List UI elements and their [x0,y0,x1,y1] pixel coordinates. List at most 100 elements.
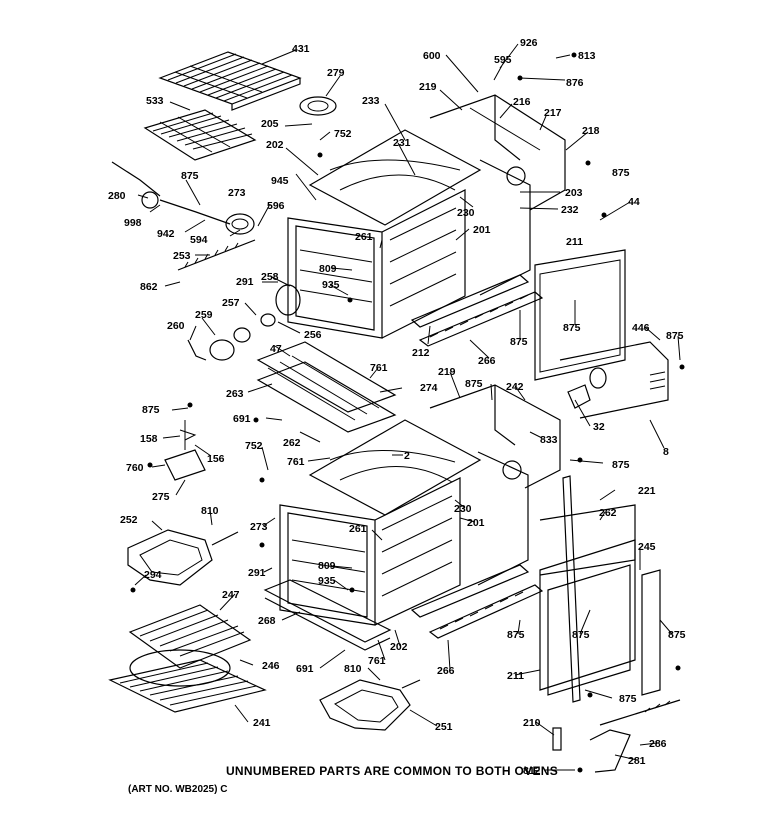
bake-element-252 [127,529,239,586]
part-label: 875 [619,693,637,705]
part-label: 8 [663,446,669,458]
thermostat-knob-parts [187,284,301,361]
oven-rack-533 [143,109,257,161]
part-number-labels: 431 279 533 205 752 600 926 595 813 876 … [108,37,686,777]
part-label: 202 [390,641,408,653]
part-label: 231 [393,137,411,149]
part-label: 273 [228,187,246,199]
part-label: 263 [226,388,244,400]
part-label: 875 [181,170,199,182]
part-label: 691 [233,413,251,425]
part-label: 251 [435,721,453,733]
lower-oven-cavity [279,419,482,626]
part-label: 230 [457,207,475,219]
part-label: 201 [473,224,491,236]
part-label: 268 [258,615,276,627]
vent-trim-263 [256,341,397,433]
part-label: 279 [327,67,345,79]
part-label: 875 [612,459,630,471]
diagram-caption: UNNUMBERED PARTS ARE COMMON TO BOTH OVEN… [225,764,559,778]
part-label: 241 [253,717,271,729]
oven-rack-241 [108,659,267,713]
upper-outer-wrapper [429,94,566,296]
part-label: 446 [632,322,650,334]
door-hinge-assembly [552,699,681,773]
part-label: 875 [668,629,686,641]
part-label: 875 [510,336,528,348]
part-label: 210 [523,717,541,729]
ignitor-253 [177,239,256,271]
part-label: 202 [266,139,284,151]
part-label: 203 [565,187,583,199]
part-label: 158 [140,433,158,445]
part-label: 875 [666,330,684,342]
part-label: 211 [566,236,583,248]
part-label: 752 [334,128,352,140]
door-frame-268 [263,579,392,651]
part-label: 595 [494,54,512,66]
broil-element-251 [319,679,421,731]
hinge-bracket-32 [567,384,591,409]
part-label: 291 [248,567,266,579]
part-label: 253 [173,250,191,262]
part-label: 211 [507,670,524,682]
part-label: 945 [271,175,289,187]
part-label: 257 [222,297,240,309]
lower-side-panels [539,475,661,703]
part-label: 291 [236,276,254,288]
part-label: 217 [544,107,562,119]
part-label: 262 [599,507,617,519]
part-label: 691 [296,663,314,675]
part-label: 809 [319,263,337,275]
part-label: 261 [349,523,367,535]
part-label: 876 [566,77,584,89]
part-label: 875 [465,378,483,390]
lower-channel-266 [410,564,544,639]
part-label: 761 [287,456,305,468]
part-label: 761 [370,362,388,374]
part-label: 998 [124,217,142,229]
oven-rack-431 [158,51,302,111]
part-label: 275 [152,491,170,503]
part-label: 875 [507,629,525,641]
part-label: 216 [513,96,531,108]
part-label: 596 [267,200,285,212]
part-label: 862 [140,281,158,293]
thermostat-bracket [164,420,206,481]
part-label: 533 [146,95,164,107]
part-label: 286 [649,738,667,750]
part-label: 812 [523,765,541,777]
part-label: 833 [540,434,558,446]
part-label: 809 [318,560,336,572]
part-label: 156 [207,453,225,465]
part-label: 810 [344,663,362,675]
part-label: 926 [520,37,538,49]
part-label: 875 [572,629,590,641]
part-label: 252 [120,514,138,526]
upper-broil-element-channel [410,274,544,347]
leader-lines [134,43,681,771]
part-label: 294 [144,569,162,581]
part-label: 246 [262,660,280,672]
part-label: 942 [157,228,175,240]
upper-oven-cavity [287,129,482,339]
light-lens-279 [299,96,337,116]
part-label: 280 [108,190,126,202]
part-label: 431 [292,43,310,55]
part-label: 201 [467,517,485,529]
part-label: 32 [593,421,605,433]
part-label: 760 [126,462,144,474]
part-label: 242 [506,381,524,393]
part-label: 218 [582,125,600,137]
part-label: 594 [190,234,208,246]
part-label: 258 [261,271,279,283]
part-label: 205 [261,118,279,130]
part-label: 875 [563,322,581,334]
part-label: 2 [404,450,410,462]
part-label: 230 [454,503,472,515]
part-label: 752 [245,440,263,452]
part-label: 875 [612,167,630,179]
part-label: 273 [250,521,268,533]
art-number: (ART NO. WB2025) C [128,784,228,795]
